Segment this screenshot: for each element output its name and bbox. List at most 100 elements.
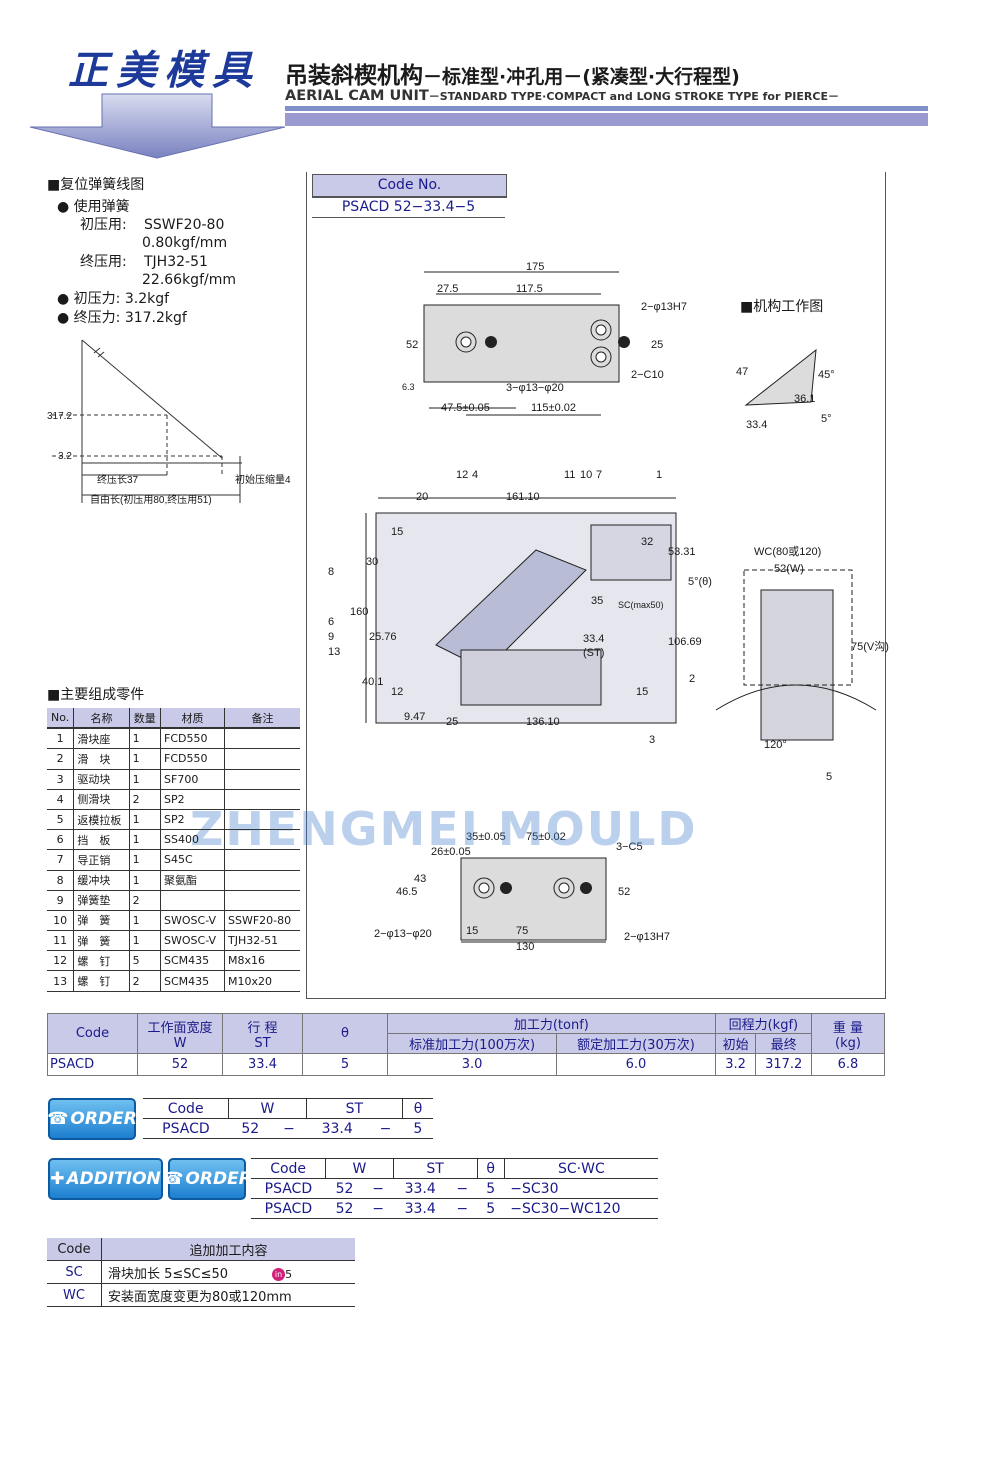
title-rule bbox=[285, 106, 928, 111]
brand-logo: 正美模具 bbox=[68, 47, 260, 94]
dim-15-b: 15 bbox=[636, 686, 648, 698]
dim-wc: WC(80或120) bbox=[754, 545, 821, 558]
parts-cell: 弹 簧 bbox=[73, 910, 130, 932]
page-title-en: AERIAL CAM UNIT－STANDARD TYPE·COMPACT an… bbox=[285, 88, 839, 104]
parts-cell: 螺 钉 bbox=[73, 970, 130, 992]
callout-7: 7 bbox=[596, 469, 602, 481]
spring-use: ● 使用弹簧 bbox=[57, 199, 130, 215]
order-theta: 5 bbox=[402, 1118, 433, 1139]
dim-32: 32 bbox=[641, 536, 653, 548]
callout-12: 12 bbox=[456, 469, 468, 481]
dim-b2-13-20: 2−φ13−φ20 bbox=[374, 928, 432, 940]
parts-cell: 滑 块 bbox=[73, 748, 130, 770]
spring-chart: 317.2 3.2 终压长37 初始压缩量4 自由长(初压用80,终压用51) bbox=[47, 339, 291, 506]
parts-cell bbox=[223, 728, 300, 750]
dim-b3c5: 3−C5 bbox=[616, 841, 643, 853]
dim-117-5: 117.5 bbox=[516, 283, 543, 295]
callout-9: 9 bbox=[328, 631, 334, 643]
dim-30: 30 bbox=[366, 556, 378, 568]
code-no-header: Code No. bbox=[312, 174, 507, 198]
in-badge-icon: in bbox=[272, 1267, 286, 1281]
angle-120: 120° bbox=[764, 739, 787, 751]
parts-cell: FCD550 bbox=[160, 728, 225, 750]
dim-160: 160 bbox=[350, 606, 368, 618]
chart-label-init: 初始压缩量4 bbox=[235, 473, 291, 486]
spec-col-code: Code bbox=[47, 1013, 138, 1054]
add-r2-scwc: −SC30−WC120 bbox=[504, 1198, 658, 1219]
parts-cell: SF700 bbox=[160, 769, 225, 790]
parts-cell: 2 bbox=[47, 748, 74, 770]
spec-col-f1: 标准加工力(100万次) bbox=[386, 1033, 558, 1054]
parts-cell: 缓冲块 bbox=[73, 870, 130, 891]
callout-1: 1 bbox=[656, 469, 662, 481]
parts-cell: 12 bbox=[47, 950, 74, 972]
spring-init-label: 初压用: bbox=[80, 217, 127, 233]
rough-6-3: 6.3 bbox=[402, 382, 415, 392]
dim-12: 12 bbox=[391, 686, 403, 698]
angle-45: 45° bbox=[818, 369, 835, 381]
spec-f1: 3.0 bbox=[386, 1053, 558, 1076]
add-r2-theta: 5 bbox=[477, 1198, 505, 1219]
addition-badge[interactable]: ✚ADDITION bbox=[48, 1158, 163, 1200]
callout-2: 2 bbox=[689, 673, 695, 685]
parts-cell bbox=[223, 829, 300, 851]
spec-col-theta: θ bbox=[302, 1013, 388, 1054]
parts-cell: M8x16 bbox=[223, 950, 300, 972]
order-st: 33.4 bbox=[306, 1118, 369, 1139]
parts-cell: 聚氨酯 bbox=[160, 870, 225, 891]
parts-cell bbox=[160, 890, 225, 911]
dim-35: 35 bbox=[591, 595, 603, 607]
dim-175: 175 bbox=[526, 261, 544, 273]
phone-icon: ☎ bbox=[47, 1109, 69, 1129]
add-r1-theta: 5 bbox=[477, 1178, 505, 1199]
dim-115: 115±0.02 bbox=[531, 402, 576, 414]
order-col-st: ST bbox=[305, 1098, 403, 1119]
parts-cell: M10x20 bbox=[223, 970, 300, 992]
dim-b26: 26±0.05 bbox=[431, 846, 471, 858]
dim-136-10: 136.10 bbox=[526, 716, 560, 728]
callout-6: 6 bbox=[328, 616, 334, 628]
parts-cell: 1 bbox=[128, 829, 161, 851]
order-col-code: Code bbox=[143, 1098, 229, 1119]
angle-5: 5° bbox=[821, 413, 832, 425]
parts-cell: 挡 板 bbox=[73, 829, 130, 851]
spec-w: 52 bbox=[137, 1053, 223, 1076]
dim-20: 20 bbox=[416, 491, 428, 503]
spring-final-value: TJH32-51 bbox=[144, 254, 208, 270]
spring-init-force: ● 初压力: 3.2kgf bbox=[57, 291, 170, 307]
order-code: PSACD bbox=[143, 1118, 229, 1139]
parts-cell: 1 bbox=[47, 728, 74, 750]
addt-wc-code: WC bbox=[47, 1283, 102, 1307]
addt-sc-code: SC bbox=[47, 1260, 102, 1284]
add-r1-st: 33.4 bbox=[393, 1178, 448, 1199]
addition-order-badge[interactable]: ☎ORDER bbox=[162, 1158, 252, 1200]
dim-40-1: 40.1 bbox=[362, 676, 383, 688]
spec-col-f2: 额定加工力(30万次) bbox=[556, 1033, 716, 1054]
dim-2-13h7: 2−φ13H7 bbox=[641, 301, 687, 313]
add-col-code: Code bbox=[251, 1158, 326, 1179]
dim-b75: 75±0.02 bbox=[526, 831, 566, 843]
parts-cell bbox=[223, 789, 300, 810]
parts-cell: 弹 簧 bbox=[73, 930, 130, 952]
dim-5-theta: 5°(θ) bbox=[688, 576, 712, 588]
dim-st: 33.4 bbox=[583, 633, 604, 645]
dim-47-5: 47.5±0.05 bbox=[441, 402, 490, 414]
add-r1-w: 52 bbox=[325, 1178, 364, 1199]
add-col-scwc: SC·WC bbox=[503, 1158, 658, 1179]
order-badge[interactable]: ☎ORDER bbox=[47, 1098, 137, 1140]
add-r2-code: PSACD bbox=[251, 1198, 326, 1219]
parts-cell: 8 bbox=[47, 870, 74, 891]
spec-code: PSACD bbox=[47, 1053, 138, 1076]
order-table: Code W ST θ PSACD 52 − 33.4 − 5 bbox=[143, 1098, 433, 1139]
add-r2-sep2: − bbox=[447, 1198, 478, 1219]
add-r1-sep2: − bbox=[447, 1178, 478, 1199]
